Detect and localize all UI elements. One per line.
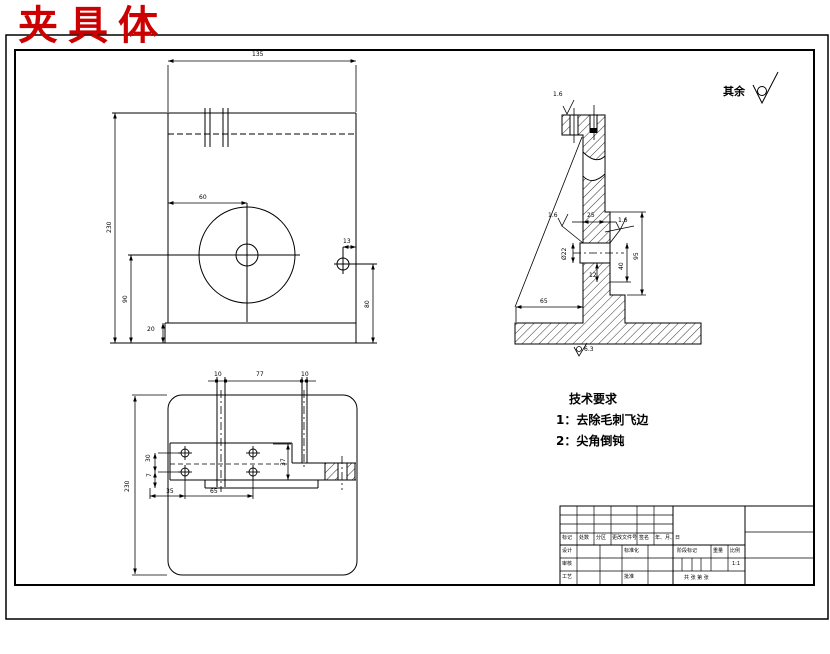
tb-standardize: 标准化 [624,548,640,554]
dim-label: 77 [256,371,264,378]
side-section-view [514,105,702,345]
tb-rev-date: 年、月、日 [655,535,681,541]
tech-requirement-1: 1：去除毛刺飞边 [556,413,649,427]
dim-label: Ø22 [561,247,568,260]
tb-design: 设计 [562,548,573,554]
dim-label: 7 [146,473,153,477]
tech-requirement-2: 2：尖角倒钝 [556,434,625,448]
corner-note-label: 其余 [723,85,745,98]
dim-label: 230 [124,480,131,492]
tb-rev-count: 处数 [579,535,590,541]
dim-label: 30 [145,454,152,462]
tb-stage-label: 阶段标记 [677,548,698,554]
tb-scale-label: 比例 [730,548,741,554]
dim-label: 65 [210,488,218,495]
roughness-icon [573,342,588,357]
tb-weight-label: 重量 [713,548,724,554]
dim-label: 65 [540,298,548,305]
side-view-dimensions [515,99,646,357]
dim-label: 37 [280,458,287,466]
front-view [110,108,377,344]
dim-label: 13 [343,238,351,245]
dim-label: 20 [147,326,155,333]
tb-process: 工艺 [562,574,573,580]
title-block-grid [559,505,815,586]
dim-label: 25 [587,212,595,219]
dim-label: 230 [106,221,113,233]
tb-scale-value: 1:1 [732,561,741,567]
roughness-icon [557,213,569,227]
front-view-dimensions [113,59,375,343]
dim-label: 1.6 [618,217,628,224]
dim-label: 60 [199,194,207,201]
dim-label: 80 [364,300,371,308]
surface-finish-symbol [752,71,779,105]
dim-label: 1.6 [553,91,563,98]
dim-label: 10 [301,371,309,378]
dim-label: 40 [618,262,625,270]
roughness-icon [562,99,575,115]
tb-rev-file: 更改文件号 [612,535,638,541]
top-view [158,377,358,576]
tb-rev-mark: 标记 [562,535,573,541]
bolt-holes [178,446,260,479]
dim-label: 12 [589,272,597,279]
dim-label: 35 [166,488,174,495]
dim-label: 6.3 [584,346,594,353]
top-view-dimensions [132,379,316,576]
tb-rev-zone: 分区 [596,535,607,541]
tb-approve: 批准 [624,574,635,580]
page-title: 夹具体 [18,2,168,49]
tb-sheet-note: 共 张 第 张 [684,575,709,581]
dim-label: 95 [633,252,640,260]
dim-label: 10 [214,371,222,378]
tb-rev-sign: 签名 [639,535,650,541]
tb-check: 审核 [562,561,573,567]
dim-label: 1.6 [548,212,558,219]
dim-label: 90 [122,295,129,303]
dim-label: 135 [252,51,264,58]
tech-requirements-heading: 技术要求 [569,392,618,406]
border-frame [5,34,829,620]
